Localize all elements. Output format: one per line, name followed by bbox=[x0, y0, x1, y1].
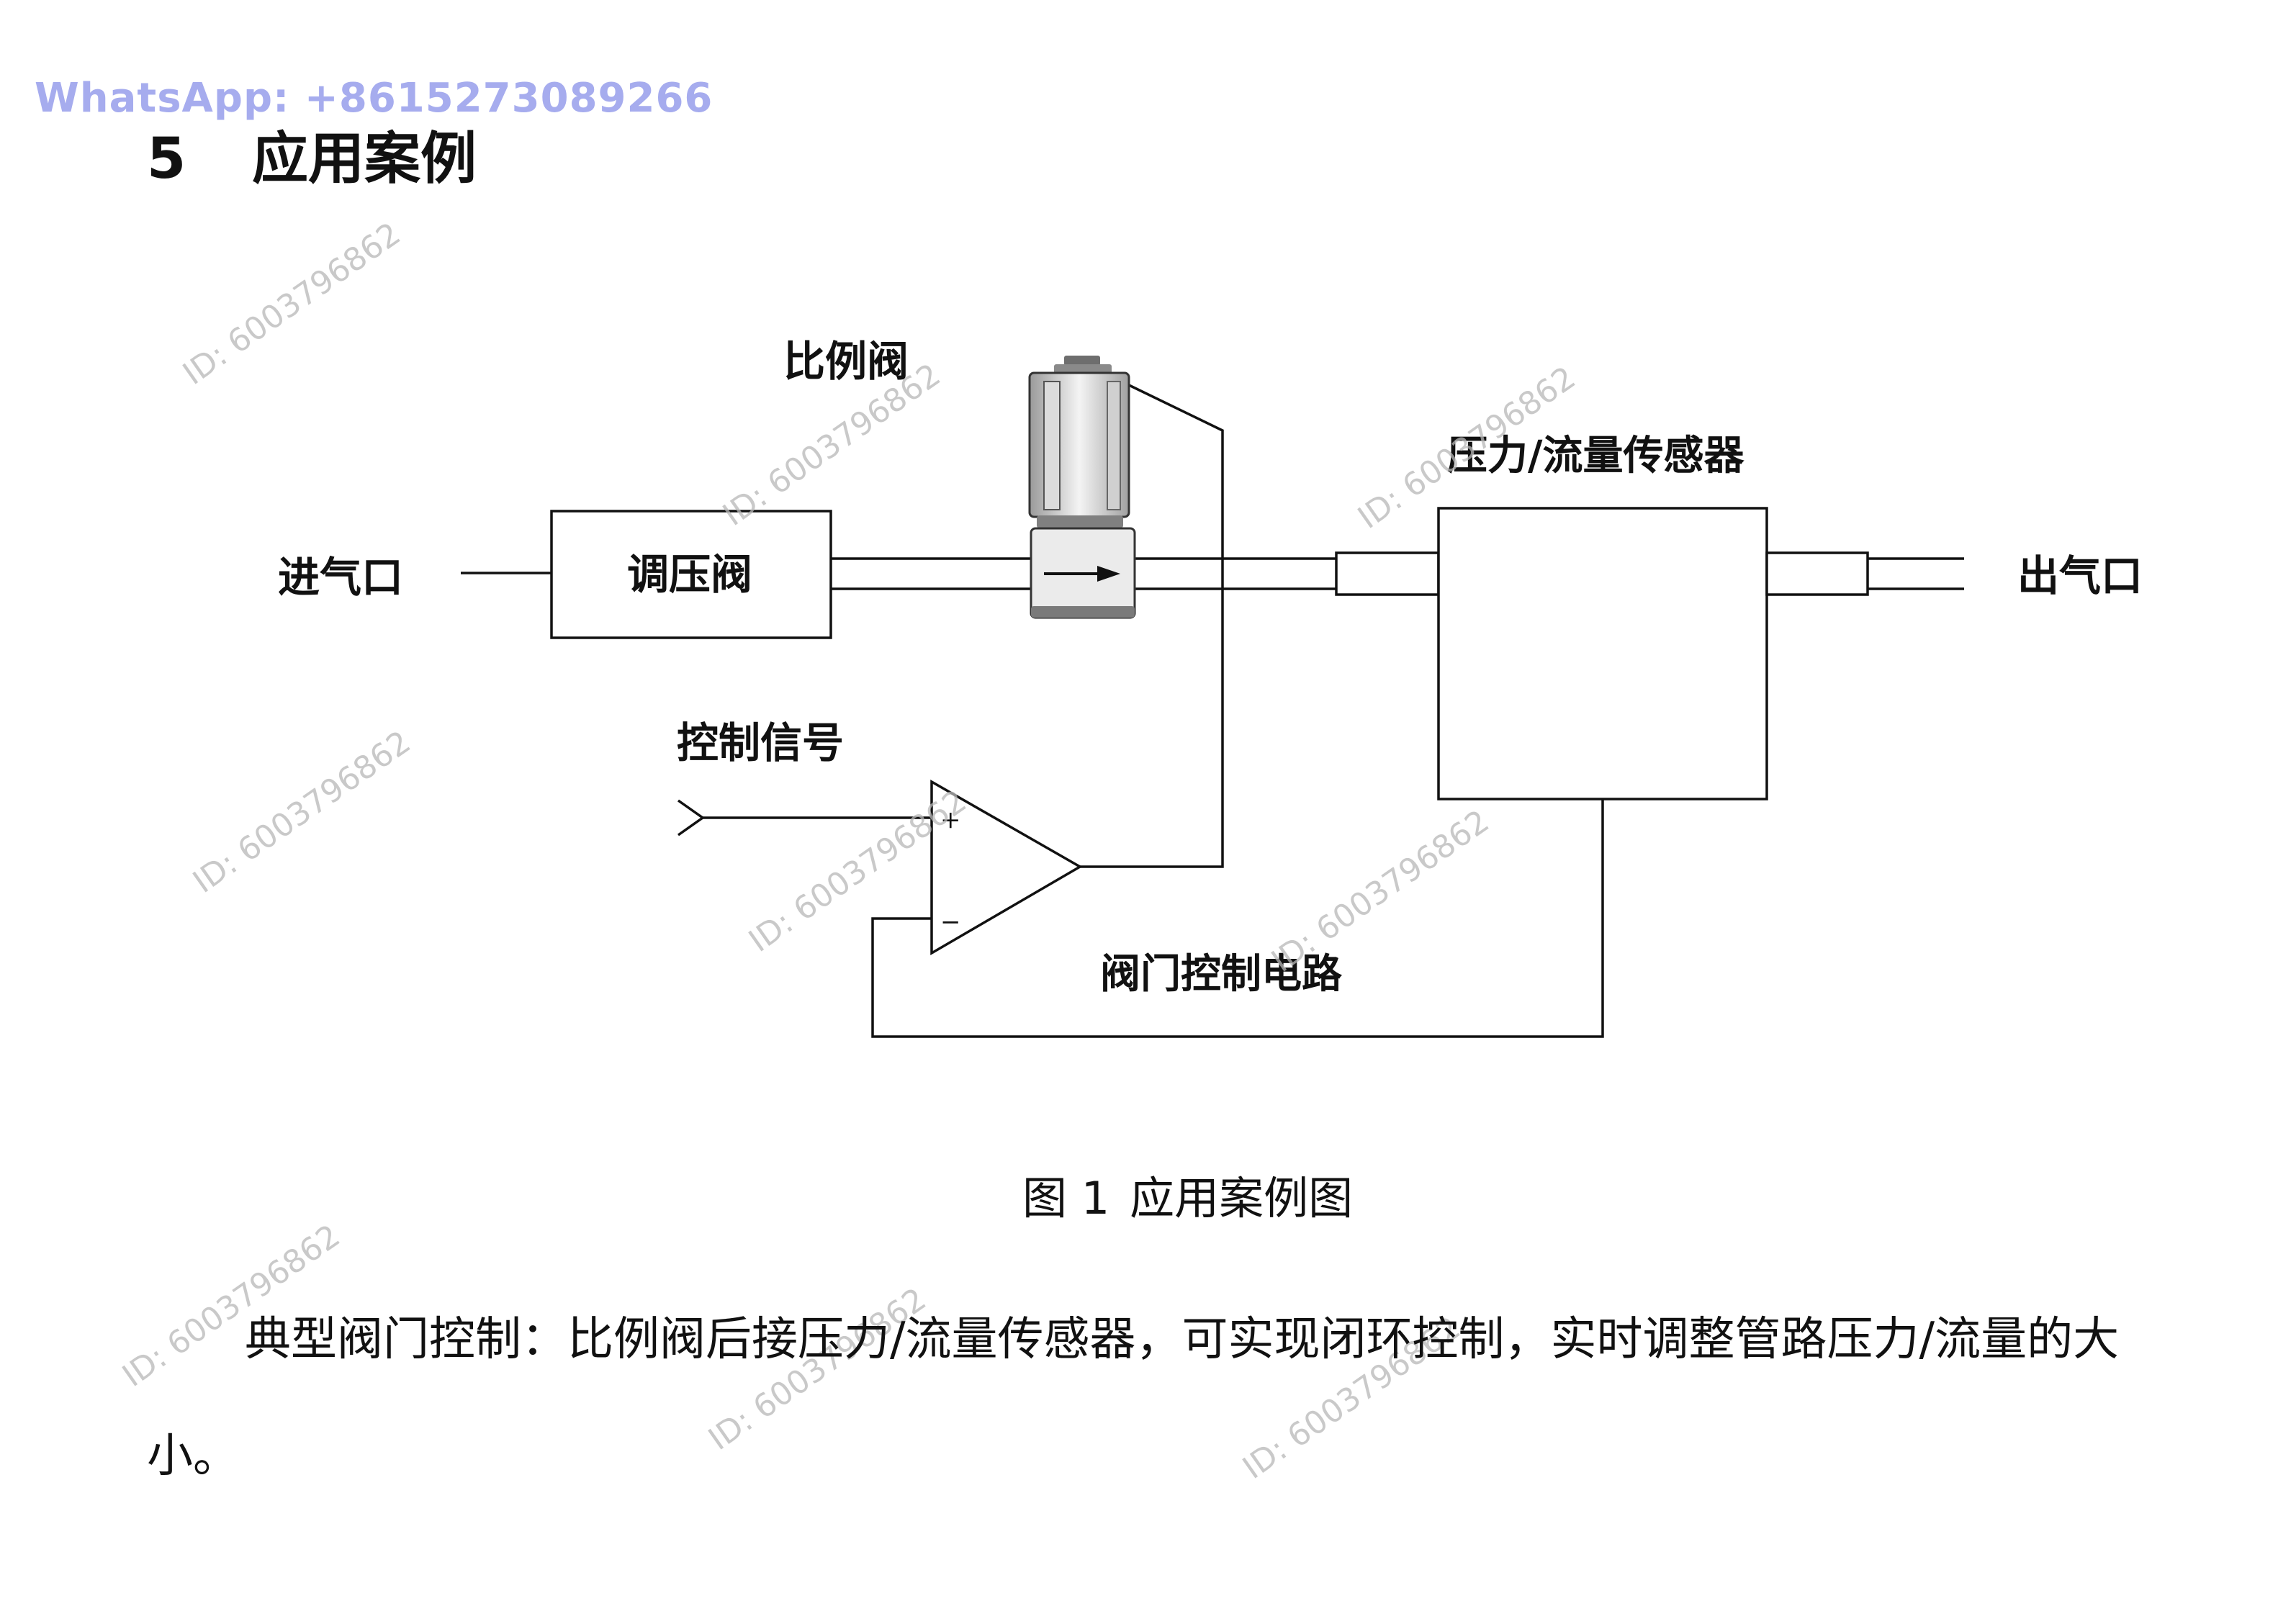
control-signal-label: 控制信号 bbox=[677, 718, 844, 767]
watermark: ID: 6003796862 bbox=[176, 215, 408, 392]
sensor-inlet-connector bbox=[1335, 551, 1440, 596]
section-heading: 5 应用案例 bbox=[147, 114, 477, 194]
outlet-label: 出气口 bbox=[2017, 551, 2143, 600]
figure-title: 应用案例图 bbox=[1130, 1172, 1354, 1224]
section-number: 5 bbox=[147, 127, 186, 191]
watermark: ID: 6003796862 bbox=[1265, 803, 1496, 980]
whatsapp-contact: WhatsApp: +8615273089266 bbox=[35, 75, 713, 122]
inlet-label: 进气口 bbox=[278, 553, 403, 602]
op-amp-plus: + bbox=[940, 806, 961, 834]
figure-caption: 图 1 应用案例图 bbox=[1022, 1162, 1353, 1227]
sensor-label: 压力/流量传感器 bbox=[1447, 432, 1744, 479]
proportional-valve bbox=[1028, 356, 1136, 619]
feedback-loop bbox=[871, 799, 1604, 1038]
sensor-outlet-connector bbox=[1765, 551, 1869, 596]
regulator-box bbox=[550, 510, 832, 639]
op-amp-minus: − bbox=[940, 908, 961, 937]
sensor-box bbox=[1437, 507, 1768, 800]
circuit-label: 阀门控制电路 bbox=[1100, 950, 1343, 998]
signal-input-arrow bbox=[677, 799, 706, 836]
valve-drive-wire bbox=[1080, 383, 1224, 868]
section-title: 应用案例 bbox=[252, 127, 477, 191]
proportional-valve-label: 比例阀 bbox=[783, 337, 909, 386]
body-paragraph: 典型阀门控制：比例阀后接压力/流量传感器，可实现闭环控制，实时调整管路压力/流量… bbox=[147, 1313, 2120, 1483]
watermark: ID: 6003796862 bbox=[186, 723, 418, 901]
op-amp bbox=[930, 779, 1083, 956]
regulator-label: 调压阀 bbox=[627, 550, 752, 599]
figure-number: 图 1 bbox=[1022, 1172, 1110, 1224]
